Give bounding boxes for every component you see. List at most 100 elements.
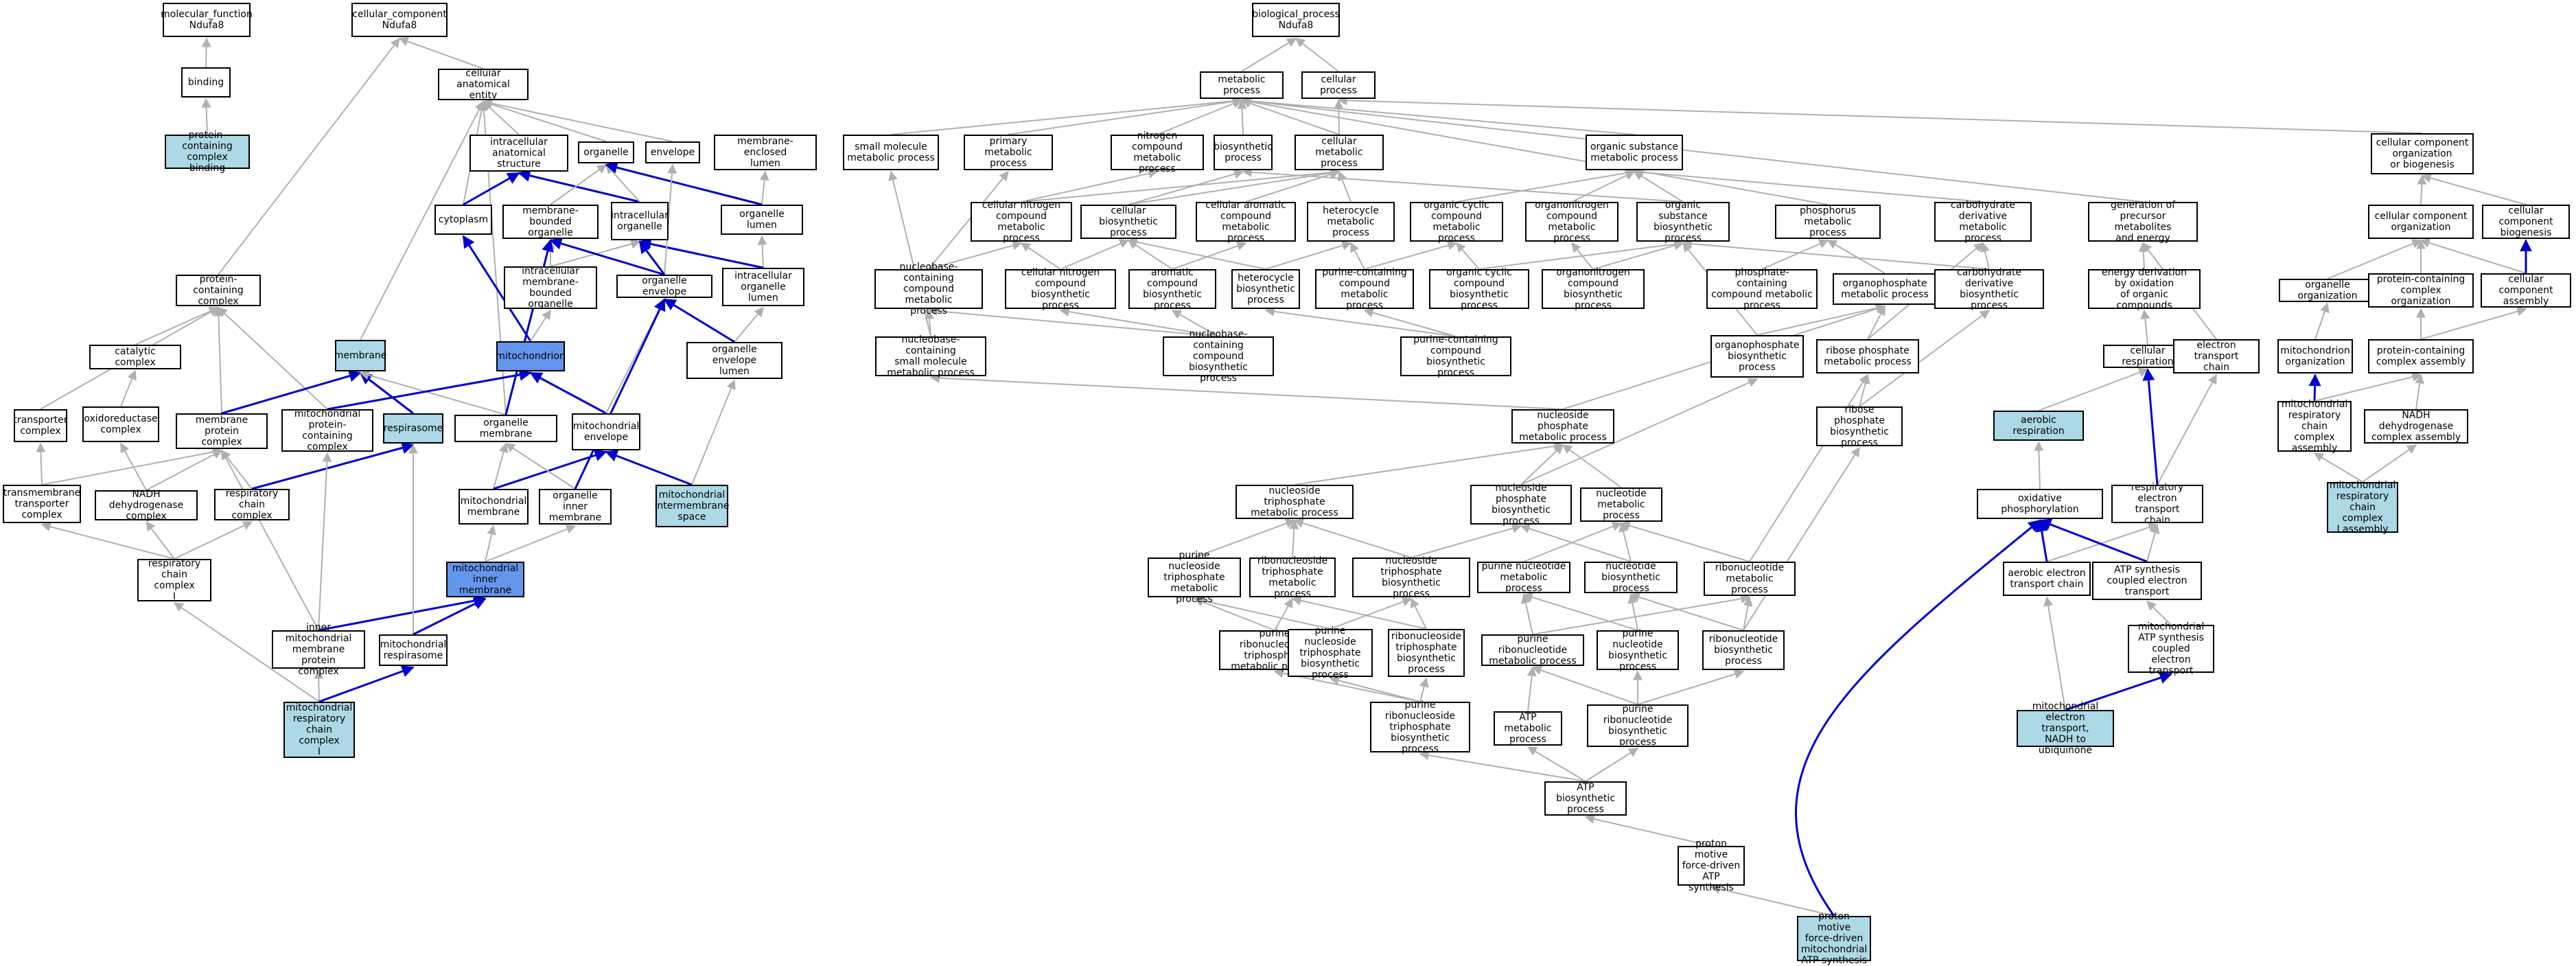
node-mel: membrane-enclosed lumen xyxy=(714,135,817,170)
edge-pmfmatp-to-pmfatp xyxy=(1710,884,1835,917)
node-io: intracellular organelle xyxy=(611,202,669,240)
node-rntpmp: ribonucleoside triphosphate metabolic pr… xyxy=(1249,555,1336,599)
node-tmtc: transmembrane transporter complex xyxy=(3,485,81,523)
node-retc: respiratory electron transport chain xyxy=(2111,482,2203,526)
edge-pntbp-to-pntmp xyxy=(1522,593,1638,631)
edge-retc-to-cresp xyxy=(2142,368,2159,485)
edge-rcc-to-respirasome xyxy=(251,441,415,490)
node-ncmp: nitrogen compound metabolic process xyxy=(1111,130,1204,174)
edge-nbcbp-to-cncbp xyxy=(1059,307,1219,337)
node-mresp: mitochondrial respirasome xyxy=(379,634,448,666)
node-rpbp: ribose phosphate biosynthetic process xyxy=(1816,404,1903,448)
node-mims: mitochondrial intermembrane space xyxy=(655,485,730,527)
edge-aresp-to-cresp xyxy=(2038,367,2149,411)
edge-mims-to-menv xyxy=(605,450,693,486)
edge-ntpbp-to-nspbp xyxy=(1411,523,1522,558)
edge-cmp-to-metab xyxy=(1240,98,1340,135)
node-pcca: protein-containing complex assembly xyxy=(2368,339,2474,373)
edge-mitochondrion-to-imbo xyxy=(530,309,551,342)
edge-pccmp-to-phmp xyxy=(1761,239,1829,270)
edge-nadhdc-to-oxred xyxy=(120,442,147,491)
edge-prnmp-to-rnmp xyxy=(1532,594,1751,635)
node-morg: mitochondrion organization xyxy=(2277,339,2353,373)
edge-opmp-to-phmp xyxy=(1826,240,1885,274)
edge-mpc-to-membrane xyxy=(221,369,362,415)
edge-biosyn-to-metab xyxy=(1237,99,1247,135)
node-opmp: organophosphate metabolic process xyxy=(1833,273,1937,305)
edge-cellproc-to-bp_root xyxy=(1295,38,1339,72)
edge-gpme-to-metab xyxy=(1240,96,2144,203)
edge-mrcc1-to-mresp xyxy=(318,665,415,703)
node-membrane: membrane xyxy=(334,340,386,371)
node-oel: organelle envelope lumen xyxy=(686,342,782,379)
edge-prntpbp-to-pntpbp xyxy=(1329,676,1421,702)
edge-prntpbp-to-rntpbp xyxy=(1419,677,1429,702)
node-oe: organelle envelope xyxy=(616,275,712,298)
node-atpcet: ATP synthesis coupled electron transport xyxy=(2092,562,2202,600)
edge-ol-to-organelle xyxy=(605,161,763,206)
node-cc_root: cellular_component Ndufa8 xyxy=(351,3,448,37)
edge-prntpmp-to-pntpmp xyxy=(1193,597,1275,631)
edge-prnbp-to-rnbp xyxy=(1637,669,1745,705)
edge-tmtc-to-mpc xyxy=(41,447,223,485)
edge-mrcca-to-morg xyxy=(2308,373,2321,402)
edge-pcmp-to-hmp xyxy=(1350,242,1365,270)
node-pcc_binding: protein-containing complex binding xyxy=(165,130,250,174)
edge-cncmp-to-cmp xyxy=(1021,168,1341,203)
edge-ntbp-to-ntmp xyxy=(1618,522,1632,562)
edge-pcbp-to-hbp xyxy=(1264,306,1457,337)
edge-cbp-to-cmp xyxy=(1128,168,1341,205)
edge-mm-to-om xyxy=(493,442,509,490)
edge-atpbp-to-atpmp xyxy=(1527,746,1586,782)
edge-cncbp-to-cbp xyxy=(1060,239,1130,270)
node-prntpbp: purine ribonucleoside triphosphate biosy… xyxy=(1370,700,1470,755)
edge-io-to-ias xyxy=(518,170,640,203)
edge-tmtc-to-transporter xyxy=(36,442,46,485)
edge-cytoplasm-to-ias xyxy=(463,172,520,206)
node-mrcc1a: mitochondrial respiratory chain complex … xyxy=(2327,480,2398,535)
node-pcbp: purine-containing compound biosynthetic … xyxy=(1400,334,1511,378)
edge-oorg-to-cco xyxy=(2327,239,2422,279)
edge-catalytic-to-pcc xyxy=(135,306,220,345)
node-mitochondrion: mitochondrion xyxy=(496,341,566,371)
node-rcc1: respiratory chain complex I xyxy=(137,558,211,602)
node-ol: organelle lumen xyxy=(721,205,803,235)
edge-pntpmp-to-ntpmp xyxy=(1194,518,1296,558)
edge-aetc-to-oxphos xyxy=(2035,519,2048,562)
node-cytoplasm: cytoplasm xyxy=(434,205,492,235)
node-cellproc: cellular process xyxy=(1301,71,1376,99)
node-pntpmp: purine nucleoside triphosphate metabolic… xyxy=(1148,550,1241,605)
edge-nadhdc-to-mpc xyxy=(146,450,223,491)
edge-metab-to-bp_root xyxy=(1241,38,1297,72)
node-phmp: phosphorus metabolic process xyxy=(1775,205,1881,239)
edge-hbp-to-cbp xyxy=(1127,237,1266,270)
edge-prnbp-to-prnmp xyxy=(1531,665,1638,705)
node-matpcet: mitochondrial ATP synthesis coupled elec… xyxy=(2128,621,2214,676)
edge-ncmp-to-metab xyxy=(1157,99,1243,135)
edge-rnbp-to-ntbp xyxy=(1629,593,1744,631)
edge-ntmp-to-nspmp xyxy=(1562,444,1622,488)
edge-rntpbp-to-rntpmp xyxy=(1291,595,1427,630)
edge-cco-to-ccob xyxy=(2417,174,2427,205)
edge-impc-to-mpc xyxy=(221,449,319,631)
node-opbp: organophosphate biosynthetic process xyxy=(1710,335,1804,378)
node-edoc: energy derivation by oxidation of organi… xyxy=(2088,267,2201,311)
edge-atpbp-to-prntpbp xyxy=(1419,750,1586,782)
edge-oe-to-io xyxy=(638,240,666,275)
edge-oel-to-oe xyxy=(663,298,735,343)
node-cncmp: cellular nitrogen compound metabolic pro… xyxy=(971,200,1072,244)
node-om: organelle membrane xyxy=(454,415,557,442)
edge-pcca-to-ccass xyxy=(2420,306,2527,340)
node-atpmp: ATP metabolic process xyxy=(1494,711,1562,746)
edge-cresp-to-edoc xyxy=(2140,309,2150,345)
edge-rnbp-to-rpbp xyxy=(1743,446,1860,631)
edge-pmfmatp-to-oxphos xyxy=(1795,519,2041,917)
edge-mbo-to-organelle xyxy=(550,164,607,205)
edge-rntpmp-to-ntpmp xyxy=(1289,519,1299,558)
edge-envelope-to-cae xyxy=(482,98,673,142)
node-transporter: transporter complex xyxy=(13,409,68,442)
node-rnbp: ribonucleotide biosynthetic process xyxy=(1702,630,1785,670)
edge-prntpmp-to-rntpmp xyxy=(1274,597,1293,631)
edge-nspbp-to-nspmp xyxy=(1520,444,1564,485)
node-mbo: membrane-bounded organelle xyxy=(502,205,599,239)
